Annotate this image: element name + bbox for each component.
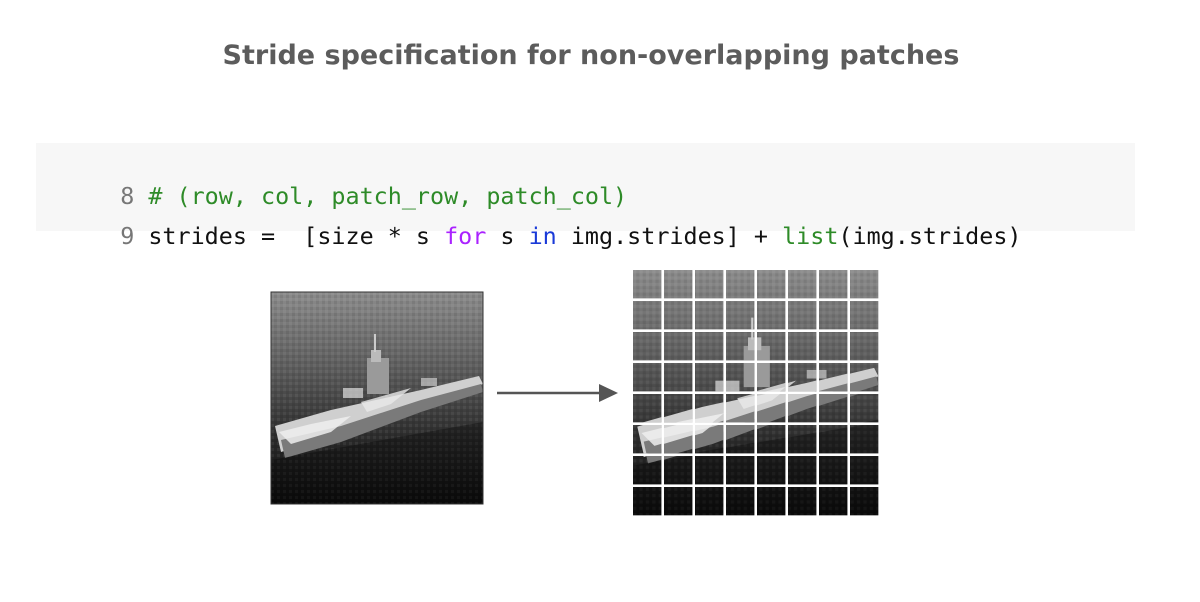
code-builtin-list: list [782, 222, 839, 250]
code-block: 8 # (row, col, patch_row, patch_col) 9 str… [36, 143, 1135, 250]
code-keyword-in: in [528, 222, 557, 250]
patch-grid [633, 270, 879, 516]
code-keyword-for: for [444, 222, 487, 250]
right-arrow-icon [497, 384, 618, 402]
code-token: (img.strides) [838, 222, 1022, 250]
code-token: strides = [size * s [148, 222, 445, 250]
line-number: 8 [120, 182, 135, 210]
code-token: s [486, 222, 529, 250]
code-token: img.strides] + [556, 222, 783, 250]
source-image [270, 291, 484, 505]
code-comment: # (row, col, patch_row, patch_col) [148, 182, 628, 210]
slide-title: Stride specification for non-overlapping… [222, 40, 960, 71]
code-line: 8 # (row, col, patch_row, patch_col) [36, 154, 627, 238]
line-number: 9 [120, 222, 135, 250]
code-line: 9 strides = [size * s for s in img.stride… [36, 194, 1022, 278]
